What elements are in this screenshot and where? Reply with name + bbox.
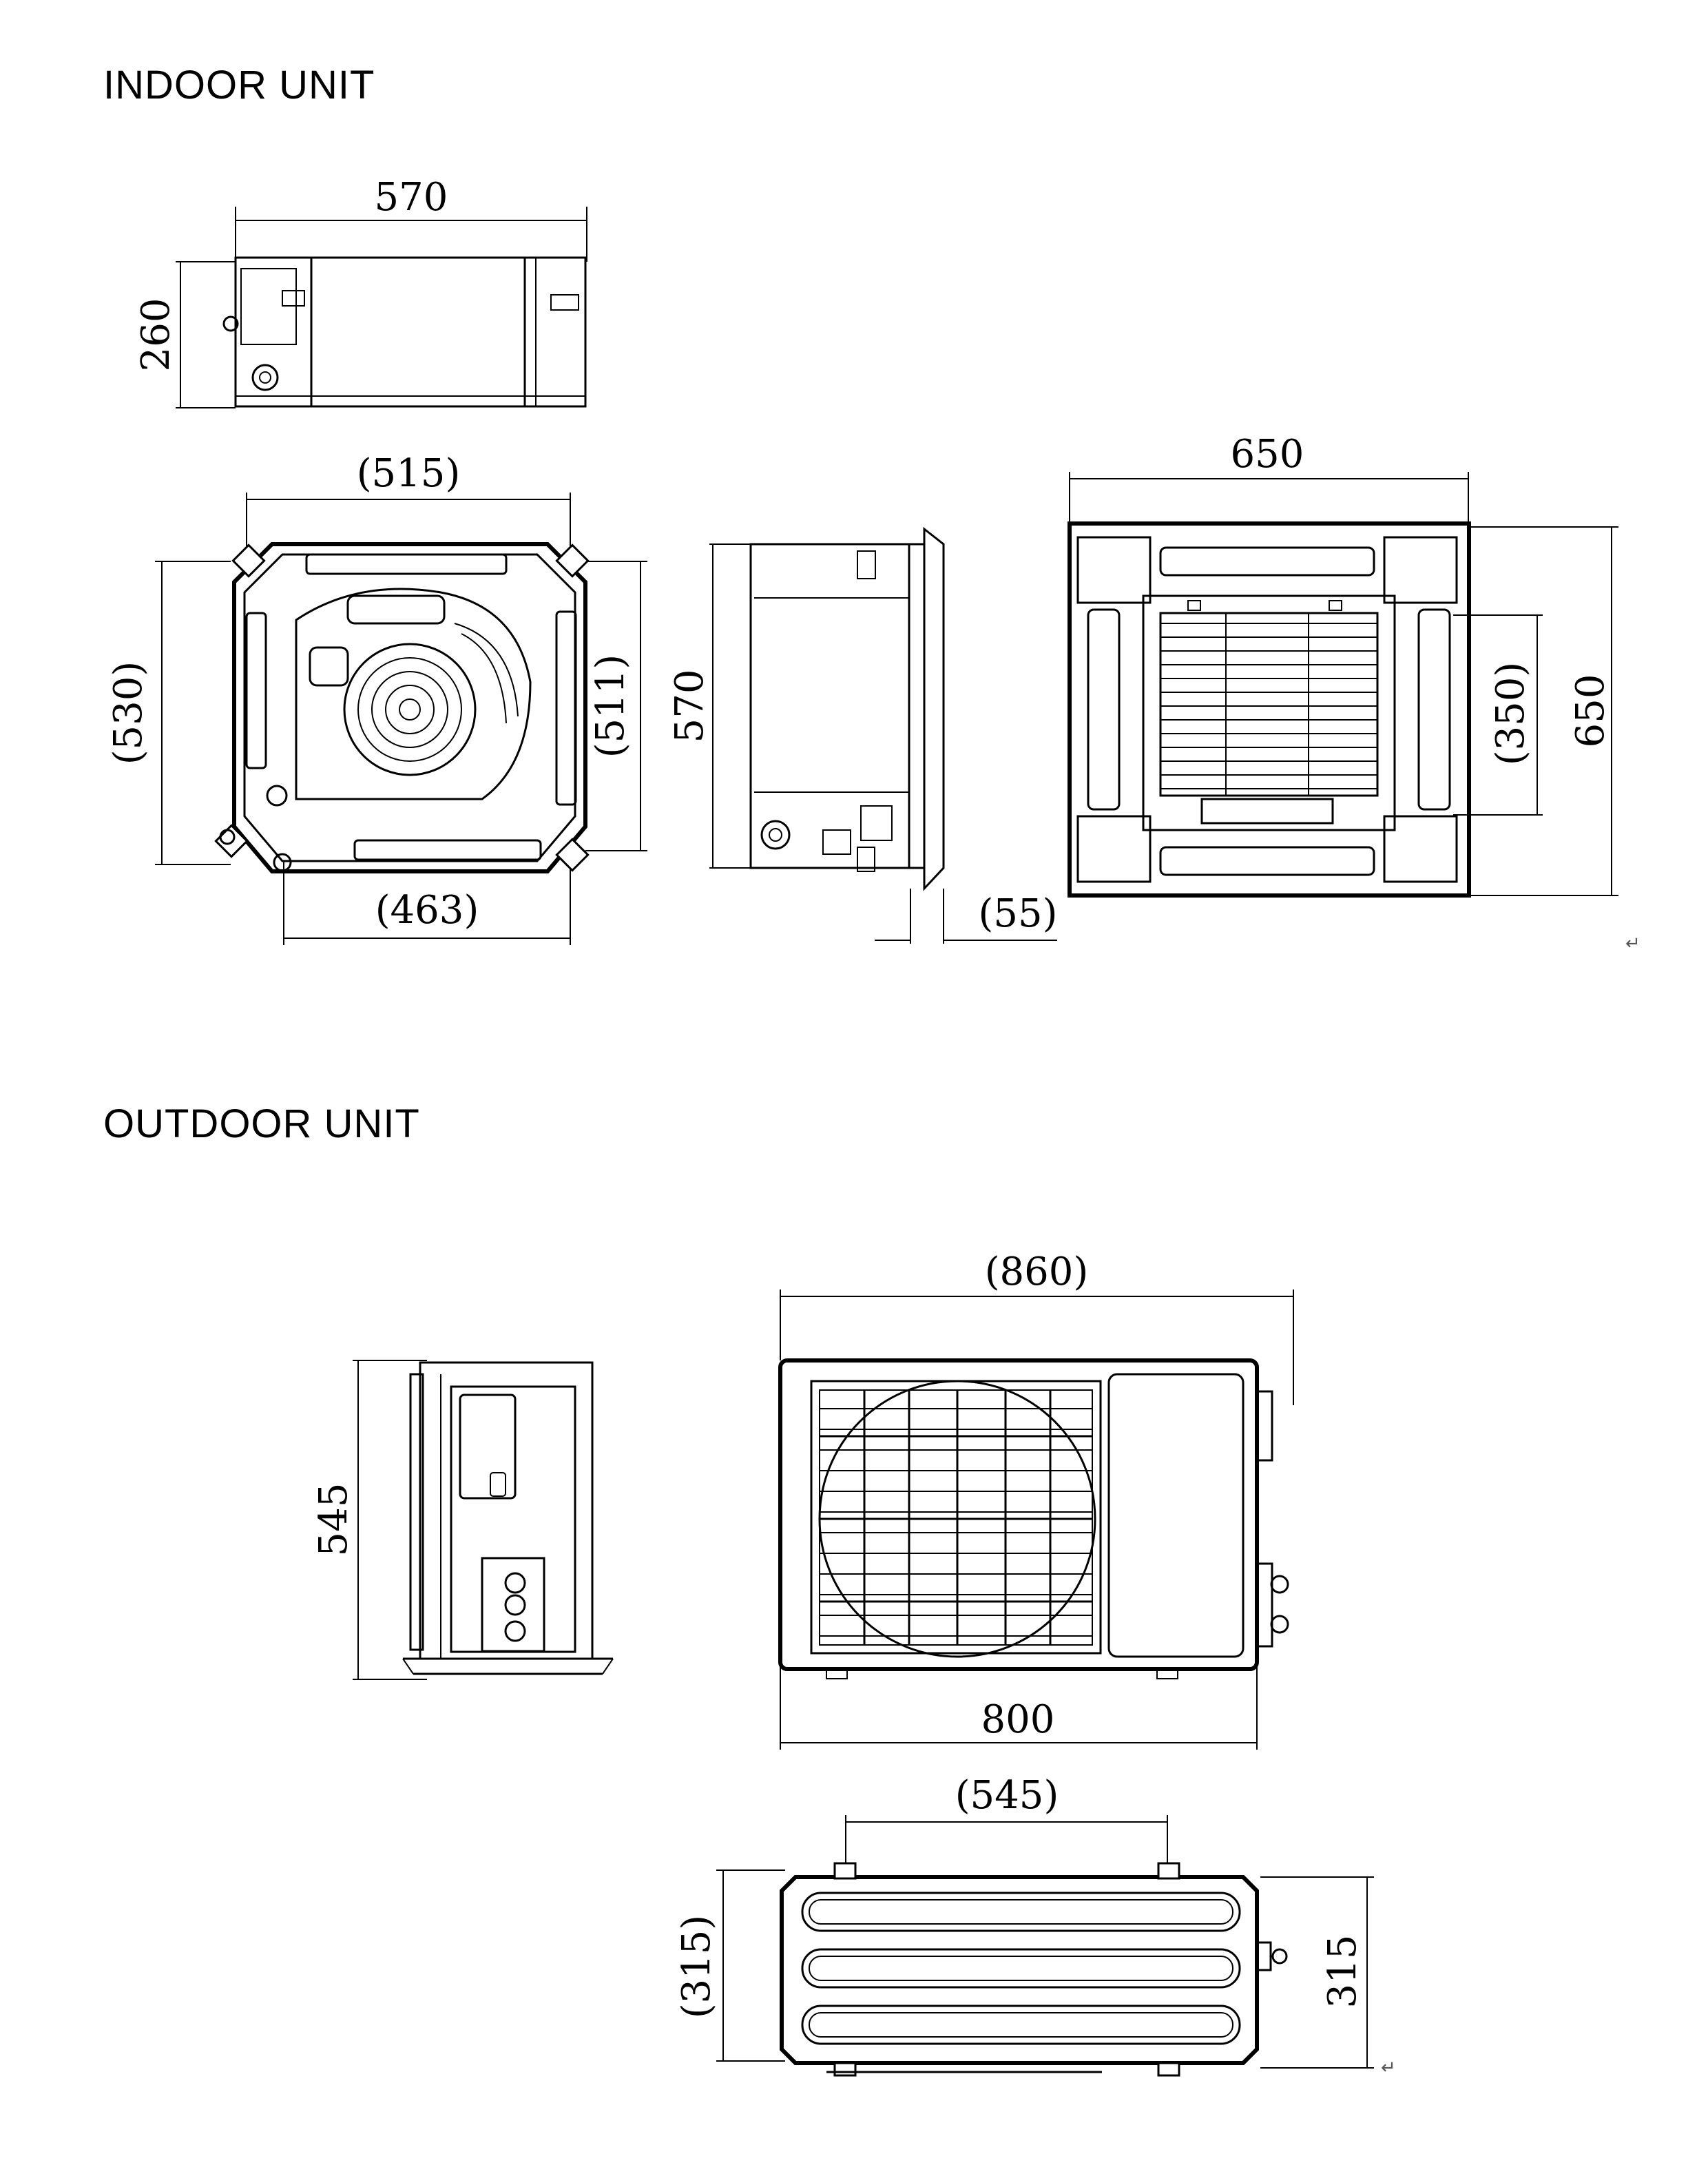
outdoor-side-height-label: 545	[311, 1483, 356, 1557]
outdoor-top-right-depth-label: 315	[1320, 1935, 1365, 2009]
outdoor-front-view: (860) 800	[778, 1250, 1294, 1750]
outdoor-side-view: 545	[311, 1360, 614, 1680]
indoor-side-view: 570 (55)	[667, 526, 1058, 944]
outdoor-unit-heading: OUTDOOR UNIT	[103, 1101, 420, 1146]
indoor-top-view: 570 260	[134, 175, 587, 408]
outdoor-front-body-width-label: 800	[981, 1697, 1055, 1742]
indoor-panel-width-label: 650	[1231, 432, 1304, 477]
outdoor-top-mount-spacing-label: (545)	[955, 1773, 1059, 1818]
indoor-side-height-label: 570	[667, 670, 712, 743]
indoor-bottom-view: (515) (530) (511) (463)	[106, 451, 647, 945]
indoor-panel-inner-height-label: (350)	[1488, 662, 1533, 766]
indoor-bottom-left-height-label: (530)	[106, 661, 151, 765]
indoor-unit-heading: INDOOR UNIT	[103, 63, 375, 107]
indoor-panel-view: 650 650 (350)	[1068, 432, 1641, 954]
return-mark-1: ↵	[1625, 933, 1641, 954]
indoor-side-depth-label: (55)	[979, 891, 1058, 936]
outdoor-top-view: (545) (315) 315 ↵	[674, 1773, 1396, 2078]
indoor-panel-height-label: 650	[1568, 674, 1613, 748]
return-mark-2: ↵	[1381, 2058, 1396, 2078]
indoor-top-height-label: 260	[134, 298, 178, 372]
indoor-bottom-right-height-label: (511)	[588, 654, 633, 758]
indoor-top-width-label: 570	[375, 175, 448, 220]
indoor-bottom-width-label: (463)	[375, 888, 479, 933]
outdoor-top-left-depth-label: (315)	[674, 1915, 719, 2019]
outdoor-front-overall-width-label: (860)	[985, 1250, 1089, 1294]
indoor-bottom-top-width-label: (515)	[357, 451, 461, 496]
